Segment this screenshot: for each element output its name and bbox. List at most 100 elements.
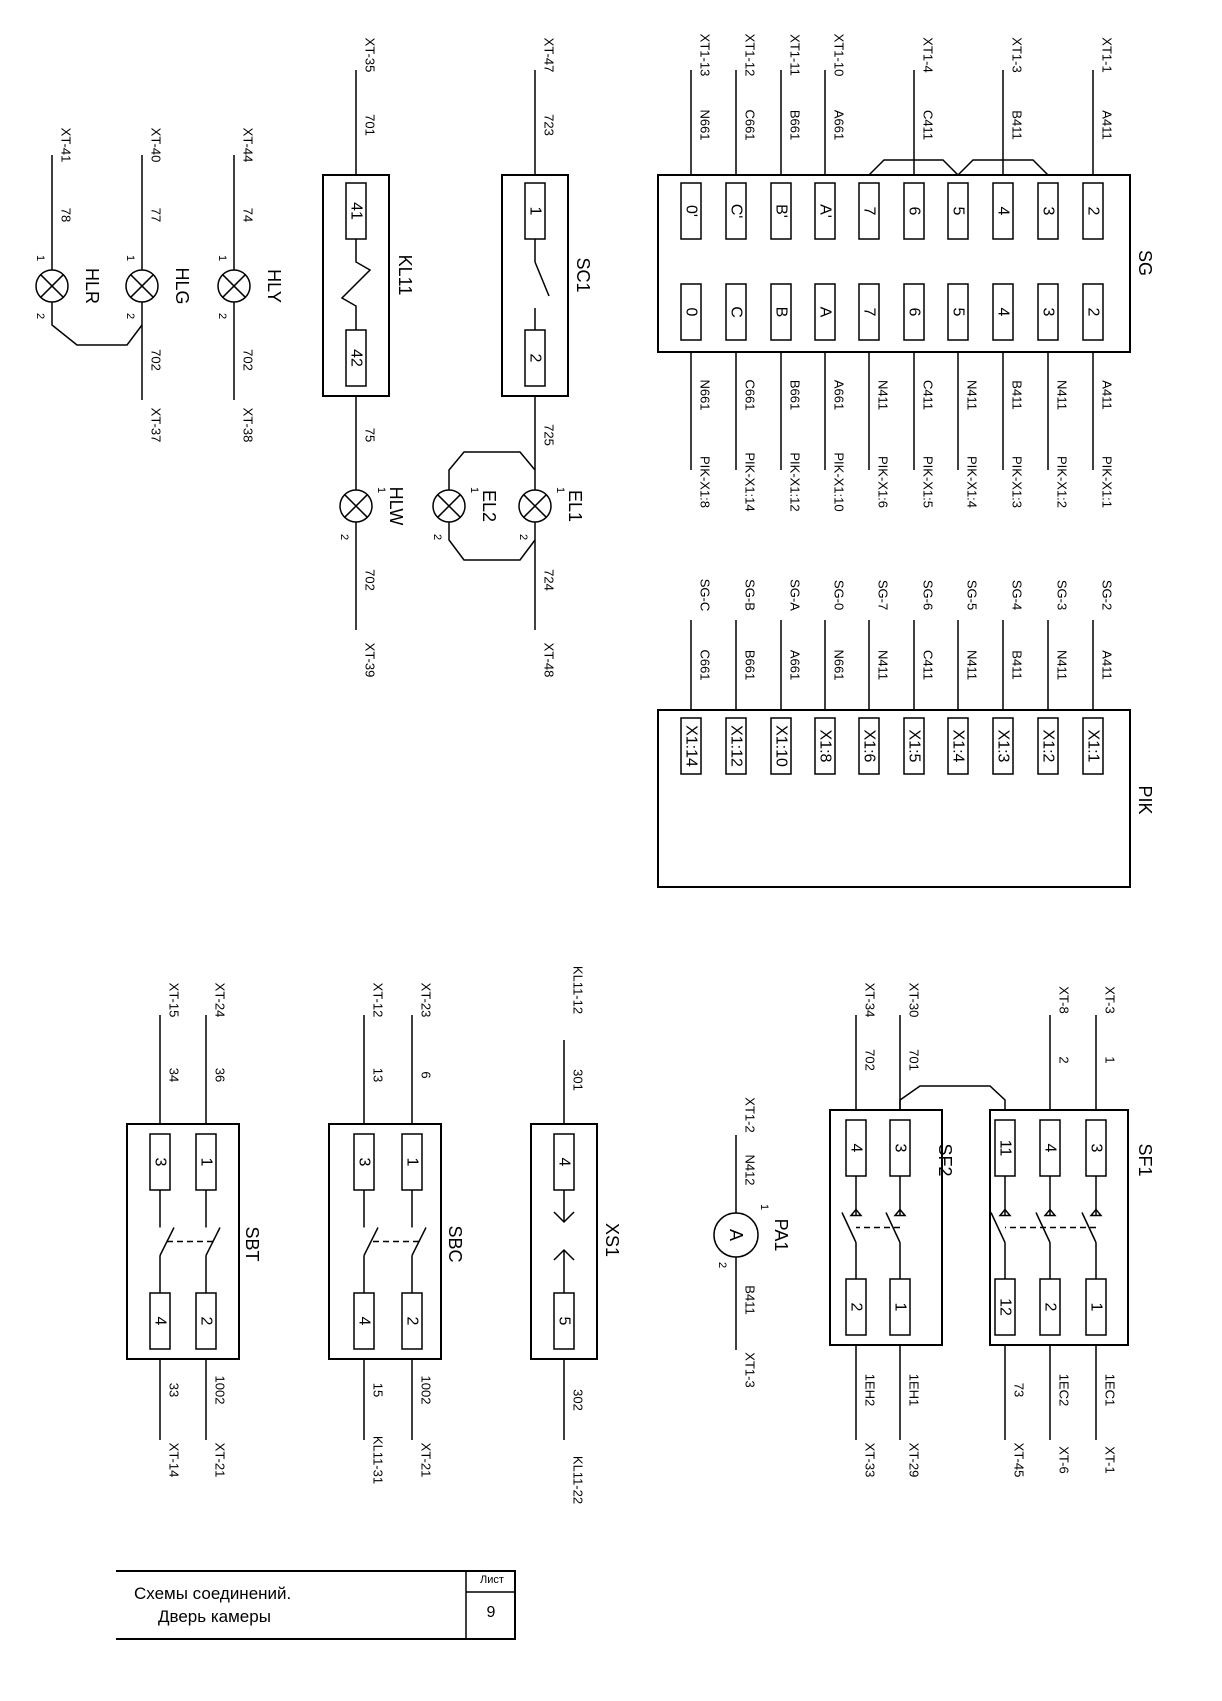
pik-terminal: SG-A: [788, 579, 803, 611]
sf1-pin-bottom-label: 2: [1042, 1303, 1059, 1312]
sg-pin-bottom: [814, 283, 836, 341]
sf1-bottom-wire-label: 1EC2: [1057, 1374, 1072, 1407]
hlr-name: HLR: [82, 268, 102, 304]
sg-top-wire-label: A411: [1100, 110, 1115, 139]
title-line-2: Дверь камеры: [158, 1607, 271, 1626]
kl11-terminal: XT-35: [363, 38, 378, 73]
sg-box: [657, 174, 1131, 353]
sf1-pin-top-label: 11: [997, 1140, 1014, 1157]
sbt-pin-top-label: 3: [152, 1158, 169, 1167]
sbc-bottom-wire-label: 1002: [419, 1376, 434, 1405]
pik-terminal: SG-0: [832, 580, 847, 610]
sg-bottom-terminal: PIK-X1:3: [1010, 456, 1025, 508]
pik-wire-label: C411: [921, 650, 936, 680]
pik-pin-label: X1:5: [906, 730, 923, 763]
pik-wire-label: N411: [876, 650, 891, 680]
sg-pin-top-label: C': [728, 204, 745, 219]
title-line-1: Схемы соединений.: [134, 1584, 292, 1603]
sg-pin-top: [858, 182, 880, 240]
pik-wire-label: N411: [965, 650, 980, 680]
pa1-symbol: A: [726, 1229, 746, 1241]
sg-bottom-wire-label: N411: [965, 380, 980, 410]
el1-terminal: XT-48: [542, 643, 557, 678]
pik-terminal: SG-3: [1055, 580, 1070, 610]
sbt-bottom-terminal: XT-14: [167, 1443, 182, 1478]
sg-pin-bottom-label: 7: [861, 308, 878, 317]
sbt-pin-top-label: 1: [198, 1158, 215, 1167]
hly-cross: [222, 274, 246, 298]
kl11-pin-label: 42: [348, 349, 365, 367]
sg-bottom-terminal: PIK-X1:1: [1100, 456, 1115, 508]
sg-pin-bottom-label: 0: [683, 308, 700, 317]
sg-top-terminal: XT1-4: [921, 37, 936, 72]
sc1-name: SC1: [573, 257, 593, 292]
sg-bottom-wire-label: B661: [788, 380, 803, 410]
xs1-plug: [553, 1248, 575, 1261]
sbt-bottom-wire-label: 33: [167, 1383, 182, 1397]
sg-pin-bottom: [858, 283, 880, 341]
sbt-top-wire-label: 34: [167, 1068, 182, 1082]
sg-bottom-wire-label: B411: [1010, 380, 1025, 409]
sg-top-wire-label: B411: [1010, 110, 1025, 139]
sg-bottom-wire-label: C411: [921, 380, 936, 410]
sf2-name: SF2: [935, 1143, 955, 1176]
sf2-pin-top-label: 3: [892, 1144, 909, 1153]
sg-bottom-terminal: PIK-X1:8: [698, 456, 713, 508]
sf1-top-wire-label: 1: [1103, 1056, 1118, 1063]
pa1-pin1: 1: [758, 1204, 770, 1210]
sbc-bottom-terminal: XT-21: [419, 1443, 434, 1478]
sg-top-wire-label: A661: [832, 110, 847, 140]
pik-pin: [680, 717, 702, 775]
pa1-name: PA1: [771, 1219, 791, 1252]
kl11-contact: [340, 239, 372, 330]
xs1-terminal: KL11-12: [571, 966, 586, 1014]
sf1-contact: [990, 1212, 1006, 1243]
hlg-pin2: 2: [124, 313, 136, 319]
pik-terminal: SG-5: [965, 580, 980, 610]
sg-bottom-wire-label: C661: [743, 379, 758, 410]
sg-jumper: [957, 159, 1049, 176]
title-block: Схемы соединений. Дверь камеры Лист 9: [116, 1570, 516, 1640]
sg-pin-bottom-label: 2: [1085, 308, 1102, 317]
pik-terminal: SG-2: [1100, 580, 1115, 610]
sf2-pin-bottom-label: 2: [848, 1303, 865, 1312]
hly-out-wire-label: 702: [241, 349, 256, 371]
sg-pin-top-label: 2: [1085, 207, 1102, 216]
sbc-pin-top-label: 3: [356, 1158, 373, 1167]
sg-bottom-wire-label: N411: [1055, 380, 1070, 410]
sg-pin-top-label: 4: [995, 207, 1012, 216]
pik-pin-label: X1:3: [995, 730, 1012, 763]
sc1-pin-label: 1: [527, 207, 544, 216]
sg-pin-top-label: 7: [861, 207, 878, 216]
hly-pin2: 2: [216, 313, 228, 319]
pik-wire-label: N411: [1055, 650, 1070, 680]
sbc-name: SBC: [445, 1225, 465, 1262]
sg-top-wire-label: B661: [788, 110, 803, 140]
hlr-pin2: 2: [34, 313, 46, 319]
sbc-bottom-terminal: KL11-31: [371, 1436, 386, 1484]
hlg-out-terminal: XT-37: [149, 408, 164, 443]
sf1-trip-mark: [998, 1208, 1012, 1217]
sbc-pin-top-label: 1: [404, 1158, 421, 1167]
sf2-box: [829, 1109, 943, 1346]
sg-pin-top: [770, 182, 792, 240]
el2-cross: [437, 494, 461, 518]
hlr-hlg-jumper: [51, 302, 143, 346]
sg-pin-top: [1082, 182, 1104, 240]
pik-pin-label: X1:6: [861, 730, 878, 763]
el2-pin2: 2: [431, 534, 443, 540]
sf2-top-wire-label: 702: [863, 1049, 878, 1071]
sg-bottom-wire-label: N411: [876, 380, 891, 410]
sf1-top-terminal: XT-3: [1103, 986, 1118, 1013]
pik-wire-label: C661: [698, 649, 713, 680]
sf1-box: [989, 1109, 1129, 1346]
sf1-bottom-wire-label: 73: [1012, 1383, 1027, 1397]
el1-name: EL1: [565, 490, 585, 522]
pik-box: [657, 709, 1131, 888]
el2-name: EL2: [479, 490, 499, 522]
sf2-bottom-wire-label: 1EH1: [907, 1374, 922, 1407]
hly-out-terminal: XT-38: [241, 408, 256, 443]
pa1-out-terminal: XT1-3: [743, 1352, 758, 1387]
sg-top-terminal: XT1-11: [788, 34, 803, 76]
pik-wire-label: A411: [1100, 650, 1115, 679]
